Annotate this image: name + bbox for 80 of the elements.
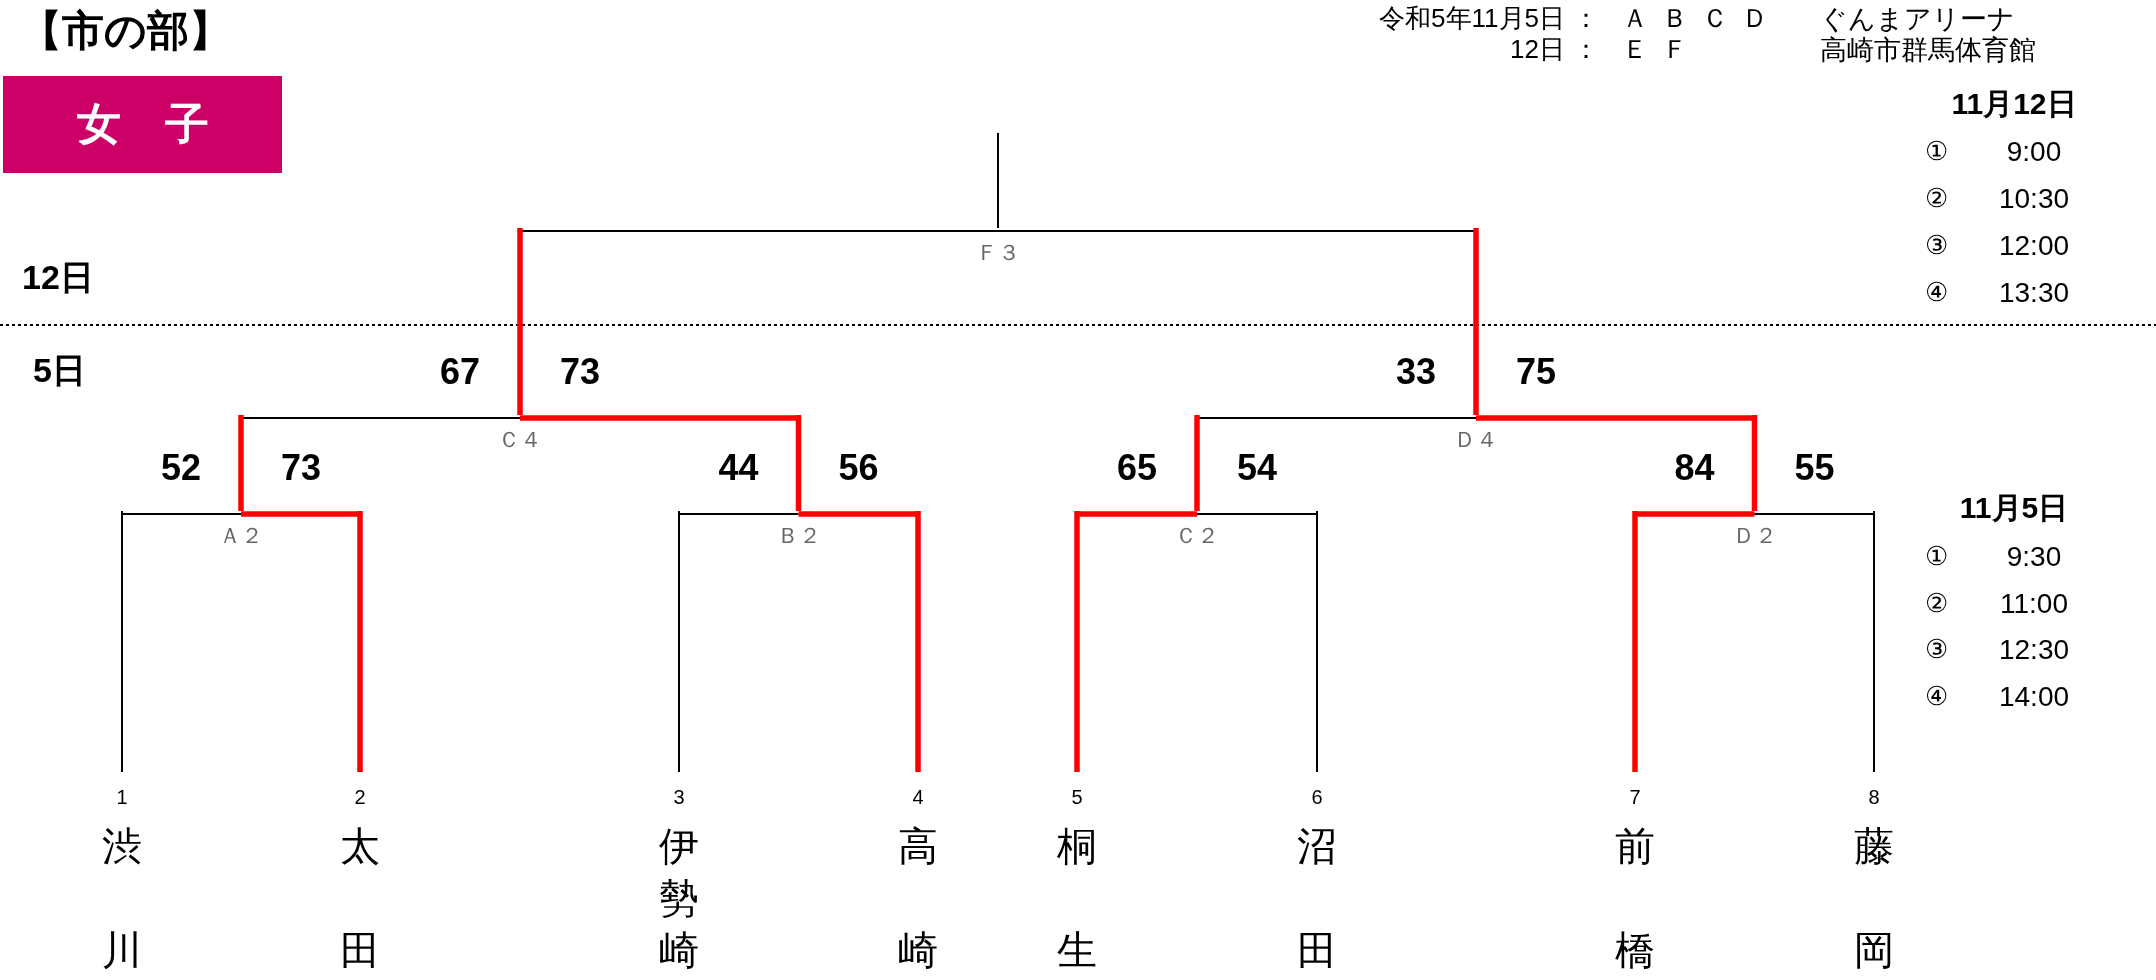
score: 73 bbox=[560, 350, 600, 394]
colon-text: ： bbox=[1573, 34, 1599, 66]
start-time: 12:30 bbox=[1998, 633, 2070, 667]
start-time: 13:30 bbox=[1998, 276, 2070, 310]
entry-number: 6 bbox=[1311, 785, 1323, 809]
page-title: 【市の部】 bbox=[20, 6, 231, 56]
bracket-line bbox=[238, 415, 244, 511]
day-label: 5日 bbox=[33, 349, 86, 391]
score: 52 bbox=[161, 446, 201, 490]
bracket-line bbox=[1632, 511, 1638, 772]
score: 33 bbox=[1396, 350, 1436, 394]
bracket-line bbox=[517, 228, 523, 415]
score: 55 bbox=[1794, 446, 1835, 490]
start-time: 10:30 bbox=[1998, 182, 2070, 216]
schedule-date: 11月5日 bbox=[1959, 490, 2069, 526]
bracket-line bbox=[1316, 510, 1318, 773]
slot-number: ① bbox=[1924, 136, 1948, 168]
day-label: 12日 bbox=[22, 256, 94, 298]
bracket-line bbox=[1873, 510, 1875, 773]
bracket-line bbox=[678, 510, 680, 773]
slot-number: ② bbox=[1924, 588, 1948, 620]
score: 67 bbox=[440, 350, 480, 394]
court-letters: Ｅ Ｆ bbox=[1622, 34, 1682, 66]
team-name: 桐生 bbox=[1057, 823, 1097, 974]
start-time: 9:30 bbox=[2006, 540, 2062, 574]
team-name: 沼田 bbox=[1297, 823, 1337, 974]
date-text: 12日 bbox=[1510, 34, 1565, 66]
start-time: 12:00 bbox=[1998, 229, 2070, 263]
slot-number: ① bbox=[1924, 541, 1948, 573]
start-time: 11:00 bbox=[2000, 587, 2068, 621]
entry-number: 3 bbox=[673, 785, 685, 809]
category-banner: 女 子 bbox=[3, 76, 282, 173]
score: 44 bbox=[718, 446, 759, 490]
start-time: 9:00 bbox=[2006, 135, 2062, 169]
venue-name: 高崎市群馬体育館 bbox=[1820, 33, 2036, 67]
entry-number: 5 bbox=[1071, 785, 1083, 809]
bracket-line bbox=[1074, 511, 1080, 772]
schedule-date: 11月12日 bbox=[1951, 86, 2077, 122]
slot-number: ④ bbox=[1924, 681, 1948, 713]
slot-number: ③ bbox=[1924, 634, 1948, 666]
team-name: 伊勢崎 bbox=[659, 823, 699, 974]
score: 54 bbox=[1237, 446, 1277, 490]
bracket-line bbox=[1473, 228, 1479, 415]
score: 56 bbox=[838, 446, 879, 490]
entry-number: 8 bbox=[1868, 785, 1880, 809]
match-code: Ｂ２ bbox=[776, 523, 821, 549]
bracket-line bbox=[795, 415, 802, 511]
entry-number: 4 bbox=[912, 785, 924, 809]
match-code: Ｃ４ bbox=[498, 427, 542, 453]
colon-text: ： bbox=[1573, 3, 1599, 35]
start-time: 14:00 bbox=[1998, 680, 2070, 714]
team-name: 前橋 bbox=[1615, 823, 1655, 974]
score: 75 bbox=[1516, 350, 1556, 394]
match-code: Ａ２ bbox=[219, 523, 263, 549]
date-text: 令和5年11月5日 bbox=[1379, 3, 1565, 35]
bracket-line bbox=[121, 510, 123, 773]
match-code: Ｃ２ bbox=[1175, 523, 1219, 549]
bracket-line bbox=[357, 511, 363, 772]
team-name: 渋川 bbox=[102, 823, 142, 974]
match-code: Ｆ３ bbox=[976, 240, 1020, 266]
score: 84 bbox=[1674, 446, 1715, 490]
slot-number: ③ bbox=[1924, 230, 1948, 262]
score: 73 bbox=[281, 446, 321, 490]
bracket-line bbox=[915, 511, 921, 772]
match-code: Ｄ４ bbox=[1454, 427, 1498, 453]
bracket-line bbox=[997, 132, 999, 229]
score: 65 bbox=[1117, 446, 1157, 490]
venue-name: ぐんまアリーナ bbox=[1820, 2, 2015, 36]
entry-number: 1 bbox=[116, 785, 128, 809]
team-name: 藤岡 bbox=[1854, 823, 1894, 974]
match-code: Ｄ２ bbox=[1732, 523, 1777, 549]
entry-number: 2 bbox=[354, 785, 366, 809]
bracket-line bbox=[1751, 415, 1758, 511]
court-letters: Ａ Ｂ Ｃ Ｄ bbox=[1622, 3, 1762, 35]
bracket-line bbox=[1194, 415, 1200, 511]
team-name: 高崎 bbox=[898, 823, 938, 974]
team-name: 太田 bbox=[340, 823, 380, 974]
entry-number: 7 bbox=[1629, 785, 1641, 809]
slot-number: ② bbox=[1924, 183, 1948, 215]
slot-number: ④ bbox=[1924, 277, 1948, 309]
